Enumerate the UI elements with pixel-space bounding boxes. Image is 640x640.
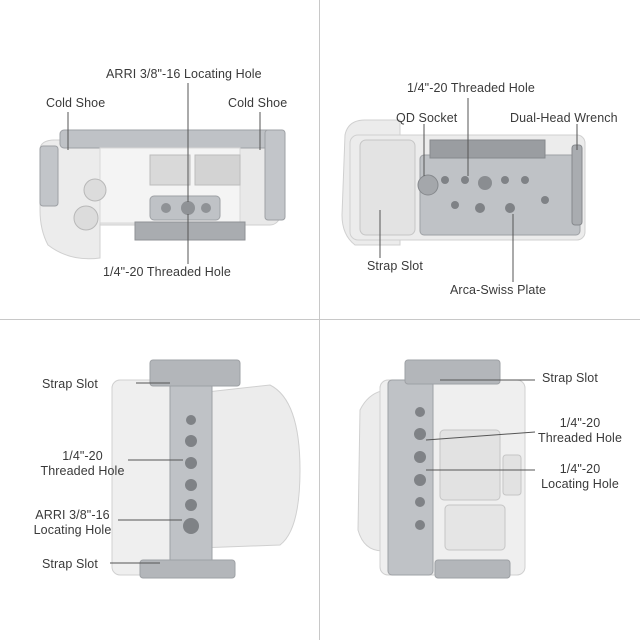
camera-cage-top-view-illustration (39, 83, 286, 264)
label-threaded-hole: 1/4"-20 Threaded Hole (407, 81, 535, 95)
label-threaded-hole-line2: Threaded Hole (538, 431, 622, 445)
panel-top-view: ARRI 3/8"-16 Locating Hole Cold Shoe Col… (0, 0, 319, 319)
label-threaded-hole-line2: Threaded Hole (40, 464, 125, 478)
label-threaded-hole: 1/4"-20 Threaded Hole (30, 449, 135, 479)
label-threaded-hole: 1/4"-20 Threaded Hole (530, 416, 630, 446)
label-qd-socket: QD Socket (396, 111, 458, 125)
vertical-divider (319, 0, 320, 640)
camera-cage-bottom-view-illustration (341, 98, 586, 282)
label-dual-head-wrench: Dual-Head Wrench (510, 111, 618, 125)
label-arca-swiss-plate: Arca-Swiss Plate (450, 283, 547, 297)
horizontal-divider (0, 319, 640, 320)
label-arri-locating-hole: ARRI 3/8"-16 Locating Hole (106, 67, 262, 81)
label-arri-locating-hole: ARRI 3/8"-16 Locating Hole (20, 508, 125, 538)
camera-cage-left-side-illustration (357, 359, 536, 579)
label-arri-line2: Locating Hole (33, 523, 112, 537)
label-cold-shoe-right: Cold Shoe (228, 96, 288, 110)
label-threaded-hole: 1/4"-20 Threaded Hole (103, 265, 231, 279)
label-locating-hole-line1: 1/4"-20 (559, 462, 601, 476)
label-threaded-hole-line1: 1/4"-20 (559, 416, 601, 430)
label-strap-slot-top: Strap Slot (42, 377, 98, 391)
camera-cage-right-side-illustration (110, 359, 301, 579)
panel-left-side-view: Strap Slot 1/4"-20 Threaded Hole 1/4"-20… (320, 320, 640, 640)
label-cold-shoe-left: Cold Shoe (46, 96, 106, 110)
panel-right-side-view: Strap Slot 1/4"-20 Threaded Hole ARRI 3/… (0, 320, 319, 640)
label-strap-slot: Strap Slot (542, 371, 598, 385)
label-strap-slot: Strap Slot (367, 259, 423, 273)
label-locating-hole-line2: Locating Hole (541, 477, 619, 491)
label-threaded-hole-line1: 1/4"-20 (62, 449, 103, 463)
panel-bottom-view: 1/4"-20 Threaded Hole QD Socket Dual-Hea… (320, 0, 640, 319)
label-strap-slot-bottom: Strap Slot (42, 557, 98, 571)
label-locating-hole: 1/4"-20 Locating Hole (530, 462, 630, 492)
label-arri-line1: ARRI 3/8"-16 (35, 508, 110, 522)
